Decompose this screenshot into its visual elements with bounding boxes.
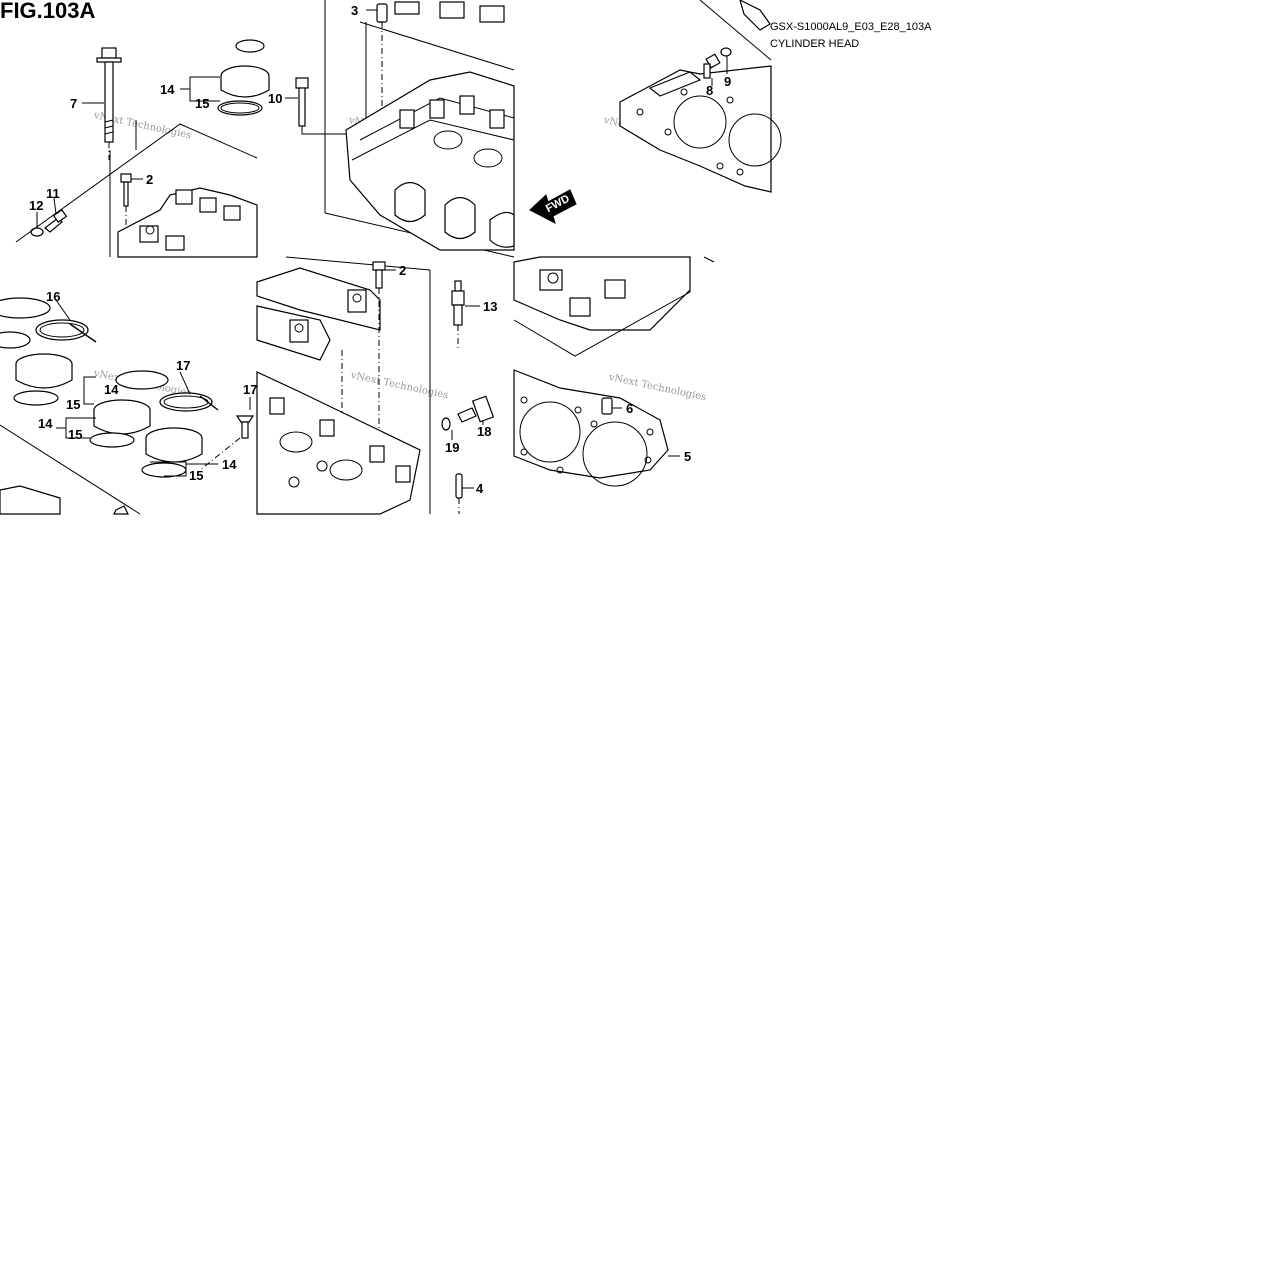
callout-8: 8: [706, 83, 713, 98]
callout-15: 15: [66, 397, 80, 412]
callout-2: 2: [146, 172, 153, 187]
callout-2: 2: [399, 263, 406, 278]
callout-10: 10: [268, 91, 282, 106]
cylinder-head-part: [345, 1, 515, 251]
callout-11: 11: [46, 186, 60, 201]
callout-18: 18: [477, 424, 491, 439]
frame-line: [15, 123, 258, 243]
oil-jet-part: [30, 209, 68, 237]
section-title: CYLINDER HEAD: [770, 38, 860, 50]
tile-bottom-left: [0, 297, 255, 515]
temperature-sensor-part: [457, 395, 495, 423]
dowel-pin-part: [601, 397, 613, 415]
callout-16: 17: [176, 358, 190, 373]
camshaft-holder-part: [256, 267, 381, 361]
small-bolt-part: [703, 47, 732, 79]
tile-top-right: [619, 0, 782, 193]
callout-4: 4: [476, 481, 484, 496]
small-bolt-part: [120, 173, 132, 230]
callout-15: 15: [68, 427, 82, 442]
long-bolt-part: [96, 47, 122, 160]
o-ring-part: [441, 417, 451, 431]
head-bolt-part: [295, 77, 309, 127]
callout-15: 15: [195, 96, 209, 111]
figure-label: FIG.103A: [0, 0, 96, 23]
callout-7: 7: [70, 96, 77, 111]
callout-14: 14: [38, 416, 53, 431]
cylinder-head-gasket-part: [513, 369, 669, 487]
cylinder-head-part: [513, 256, 691, 331]
tile-top-left: [15, 39, 270, 258]
callout-14: 14: [222, 457, 237, 472]
cylinder-head-part: [256, 371, 421, 515]
fwd-arrow-icon: FWD: [529, 189, 577, 224]
callout-17: 17: [243, 382, 257, 397]
callout-12: 12: [29, 198, 43, 213]
callout-6: 6: [626, 401, 633, 416]
intake-pipe-part: [0, 297, 219, 478]
callout-3: 3: [351, 3, 358, 18]
small-bolt-part: [372, 261, 386, 289]
callout-15: 15: [189, 468, 203, 483]
callout-9: 9: [724, 74, 731, 89]
cylinder-head-part: [117, 187, 258, 258]
intake-pipe-part: [217, 39, 270, 116]
callout-14: 14: [104, 382, 119, 397]
callout-5: 5: [684, 449, 691, 464]
model-code: GSX-S1000AL9_E03_E28_103A: [770, 21, 932, 33]
callout-16: 16: [46, 289, 60, 304]
tile-top-center: FWD: [285, 0, 577, 258]
callout-14: 14: [160, 82, 175, 97]
callout-labels: 7 14 15 2 11 12 3 10 9 8 16 17 14 15 14 …: [29, 3, 731, 496]
screw-part: [235, 415, 255, 439]
tile-bottom-center: [256, 256, 495, 515]
gasket-plate-part: [619, 65, 782, 193]
callout-13: 13: [483, 299, 497, 314]
dowel-pin-part: [455, 473, 463, 499]
callout-19: 19: [445, 440, 459, 455]
dowel-pin-part: [376, 3, 388, 23]
spark-plug-part: [451, 280, 465, 350]
tile-bottom-right: [513, 256, 715, 487]
